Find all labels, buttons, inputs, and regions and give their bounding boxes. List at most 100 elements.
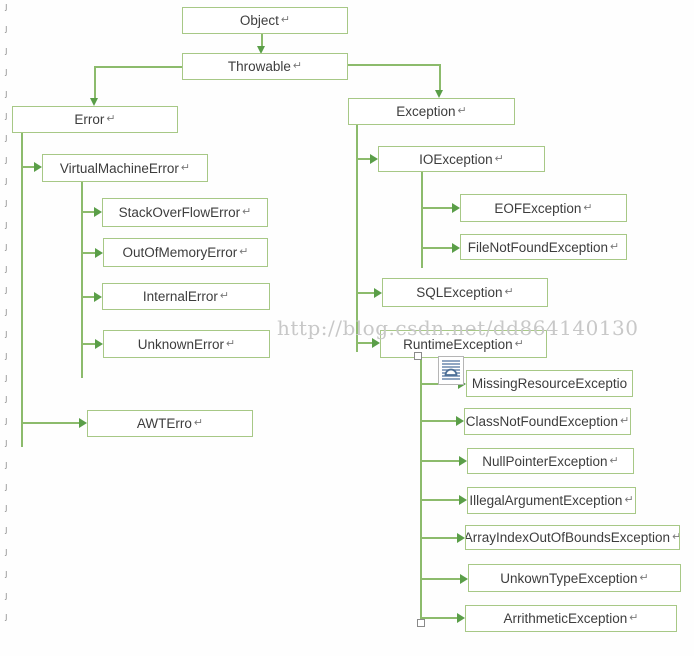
return-mark: ↵ bbox=[494, 152, 504, 165]
connector-exception-runtime bbox=[356, 342, 373, 344]
paragraph-mark: ȷ bbox=[5, 568, 8, 579]
arrowhead-runtime-nullpointer bbox=[459, 456, 467, 466]
paragraph-mark: ȷ bbox=[5, 111, 8, 121]
node-out-of-memory-error[interactable]: OutOfMemoryError↵ bbox=[103, 238, 268, 267]
node-label: StackOverFlowError bbox=[118, 205, 241, 220]
return-mark: ↵ bbox=[280, 14, 291, 26]
connector-runtime-trunk[interactable] bbox=[420, 358, 422, 620]
node-eof-exception[interactable]: EOFException↵ bbox=[460, 194, 627, 222]
return-mark: ↵ bbox=[629, 612, 639, 624]
node-label: FileNotFoundException bbox=[467, 239, 609, 255]
embedded-object-icon[interactable] bbox=[438, 356, 464, 390]
node-class-not-found-exception[interactable]: ClassNotFoundException↵ bbox=[464, 408, 631, 435]
node-label: NullPointerException bbox=[482, 453, 608, 469]
node-label: Exception bbox=[396, 104, 456, 119]
return-mark: ↵ bbox=[242, 206, 252, 218]
node-internal-error[interactable]: InternalError↵ bbox=[102, 283, 270, 310]
node-label: ArrayIndexOutOfBoundsException bbox=[465, 530, 671, 545]
node-file-not-found-exception[interactable]: FileNotFoundException↵ bbox=[460, 234, 627, 260]
connector-runtime-unkowntype bbox=[420, 578, 461, 580]
connector-runtime-arrayindex bbox=[420, 537, 458, 539]
arrowhead-runtime-arrithmetic bbox=[457, 613, 465, 623]
paragraph-mark: ȷ bbox=[5, 67, 8, 78]
arrowhead-io-filenotfound bbox=[452, 243, 460, 253]
connector-vme-outofmemory bbox=[81, 252, 96, 254]
node-stack-overflow-error[interactable]: StackOverFlowError↵ bbox=[102, 198, 268, 227]
paragraph-mark: ȷ bbox=[5, 132, 8, 143]
paragraph-mark: ȷ bbox=[5, 590, 8, 601]
node-label: ClassNotFoundException bbox=[465, 414, 619, 429]
node-object[interactable]: Object↵ bbox=[182, 7, 348, 34]
paragraph-mark: ȷ bbox=[5, 459, 8, 470]
paragraph-mark: ȷ bbox=[5, 394, 8, 405]
connector-object-throwable bbox=[261, 34, 263, 48]
node-label: OutOfMemoryError bbox=[122, 245, 238, 260]
node-throwable[interactable]: Throwable↵ bbox=[182, 53, 348, 80]
connector-selection-handle-bottom[interactable] bbox=[417, 619, 425, 627]
node-label: Error bbox=[74, 112, 105, 127]
node-runtime-exception[interactable]: RuntimeException↵ bbox=[380, 330, 547, 358]
paragraph-mark: ȷ bbox=[5, 547, 8, 557]
connector-throwable-error bbox=[95, 66, 182, 68]
paragraph-mark: ȷ bbox=[5, 45, 8, 56]
node-array-index-out-of-bounds-exception[interactable]: ArrayIndexOutOfBoundsException↵ bbox=[465, 525, 680, 550]
paragraph-mark: ȷ bbox=[5, 198, 8, 209]
connector-error-awterro bbox=[21, 422, 80, 424]
arrowhead-exception-io bbox=[370, 154, 378, 164]
paragraph-mark: ȷ bbox=[5, 307, 8, 318]
paragraph-mark: ȷ bbox=[5, 241, 8, 252]
connector-selection-handle-top[interactable] bbox=[414, 352, 422, 360]
return-mark: ↵ bbox=[672, 532, 679, 543]
node-unkown-type-exception[interactable]: UnkownTypeException↵ bbox=[468, 564, 681, 592]
node-io-exception[interactable]: IOException↵ bbox=[378, 146, 545, 172]
node-virtual-machine-error[interactable]: VirtualMachineError↵ bbox=[42, 154, 208, 182]
node-label: UnkownTypeException bbox=[500, 570, 638, 586]
node-label: SQLException bbox=[416, 285, 503, 300]
arrowhead-vme-internal bbox=[94, 292, 102, 302]
paragraph-mark: ȷ bbox=[5, 154, 8, 165]
connector-error-vme bbox=[21, 166, 35, 168]
return-mark: ↵ bbox=[292, 60, 303, 72]
connector-throwable-error-drop bbox=[94, 66, 96, 99]
connector-throwable-exception bbox=[348, 64, 441, 66]
node-exception[interactable]: Exception↵ bbox=[348, 98, 515, 125]
node-unknown-error[interactable]: UnknownError↵ bbox=[103, 330, 270, 358]
paragraph-mark: ȷ bbox=[5, 350, 8, 361]
arrowhead-exception-sql bbox=[374, 288, 382, 298]
node-null-pointer-exception[interactable]: NullPointerException↵ bbox=[467, 448, 634, 474]
paragraph-mark: ȷ bbox=[5, 481, 8, 492]
node-label: Throwable bbox=[227, 59, 291, 74]
connector-vme-internal bbox=[81, 296, 95, 298]
return-mark: ↵ bbox=[180, 161, 191, 174]
return-mark: ↵ bbox=[106, 113, 116, 125]
node-arrithmetic-exception[interactable]: ArrithmeticException↵ bbox=[465, 605, 677, 632]
return-mark: ↵ bbox=[514, 337, 524, 350]
node-illegal-argument-exception[interactable]: IllegalArgumentException↵ bbox=[467, 487, 636, 514]
connector-runtime-arrithmetic bbox=[420, 617, 458, 619]
paragraph-mark: ȷ bbox=[5, 285, 8, 296]
connector-io-eof bbox=[421, 207, 453, 209]
node-awt-erro[interactable]: AWTErro↵ bbox=[87, 410, 253, 437]
connector-runtime-nullpointer bbox=[420, 460, 460, 462]
arrowhead-vme-unknown bbox=[95, 339, 103, 349]
node-label: InternalError bbox=[142, 289, 218, 304]
node-label: Object bbox=[239, 13, 279, 28]
connector-exception-trunk bbox=[356, 125, 358, 352]
connector-throwable-exception-drop bbox=[439, 64, 441, 91]
arrowhead-vme-outofmemory bbox=[95, 248, 103, 258]
node-sql-exception[interactable]: SQLException↵ bbox=[382, 278, 548, 307]
return-mark: ↵ bbox=[624, 494, 634, 506]
paragraph-mark: ȷ bbox=[5, 438, 8, 448]
node-label: RuntimeException bbox=[403, 336, 513, 352]
return-mark: ↵ bbox=[609, 454, 619, 467]
paragraph-mark: ȷ bbox=[5, 372, 8, 383]
node-missing-resource-exceptio[interactable]: MissingResourceExceptio bbox=[466, 370, 633, 397]
connector-io-trunk bbox=[421, 172, 423, 268]
node-error[interactable]: Error↵ bbox=[12, 106, 178, 133]
arrowhead-vme-stackoverflow bbox=[94, 207, 102, 217]
node-label: AWTErro bbox=[136, 416, 192, 431]
return-mark: ↵ bbox=[457, 105, 467, 117]
return-mark: ↵ bbox=[620, 415, 630, 427]
arrowhead-runtime-classnotfound bbox=[456, 416, 464, 426]
